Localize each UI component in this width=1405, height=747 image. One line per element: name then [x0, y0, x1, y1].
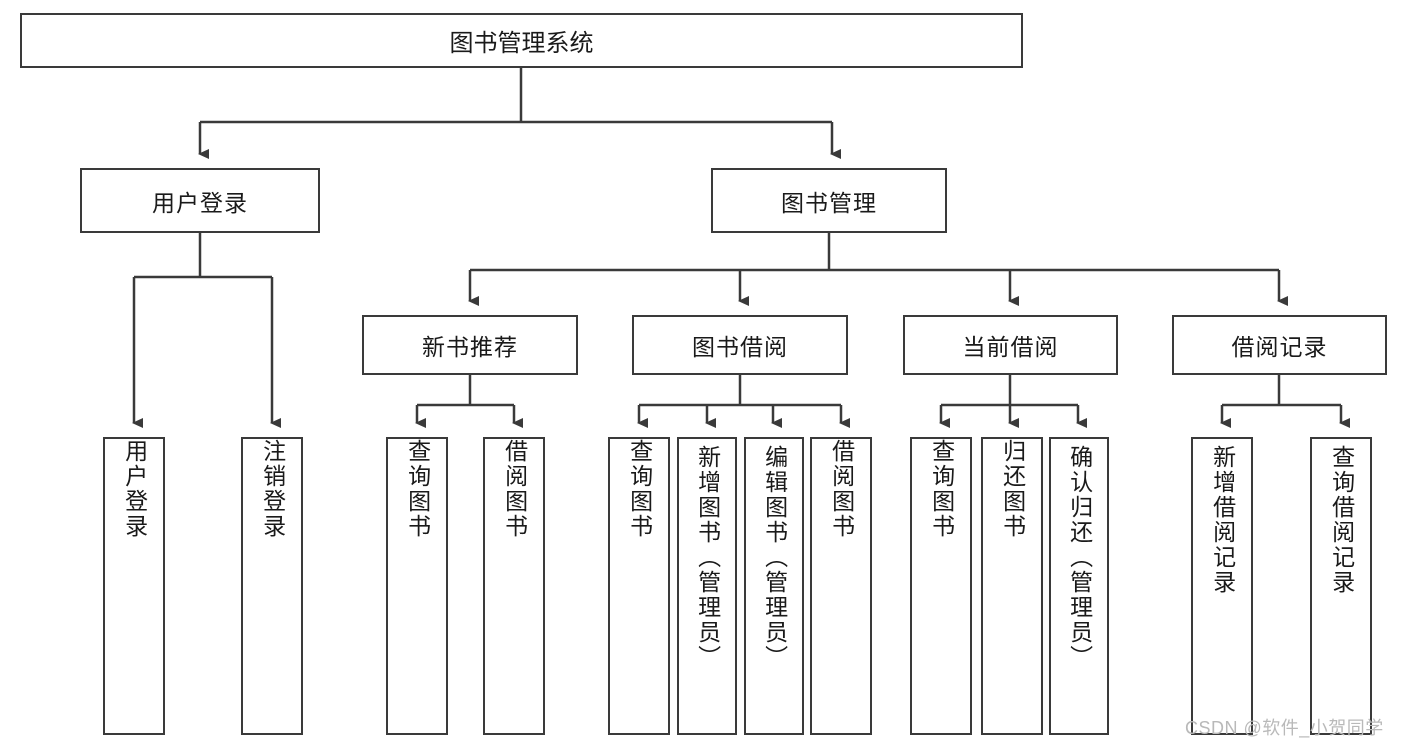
leaf-current-borrow-confirm[interactable]: 确认归还（管理员） [1049, 437, 1109, 735]
leaf-label: 查询图书 [404, 439, 431, 539]
leaf-label: 确认归还（管理员） [1066, 445, 1093, 670]
leaf-label: 新增借阅记录 [1209, 445, 1236, 595]
node-current-borrow[interactable]: 当前借阅 [903, 315, 1118, 375]
leaf-label: 查询借阅记录 [1328, 445, 1355, 595]
leaf-new-book-borrow[interactable]: 借阅图书 [483, 437, 545, 735]
leaf-new-book-query[interactable]: 查询图书 [386, 437, 448, 735]
leaf-book-borrow-edit[interactable]: 编辑图书（管理员） [744, 437, 804, 735]
leaf-label: 新增图书（管理员） [694, 445, 721, 670]
leaf-current-borrow-query[interactable]: 查询图书 [910, 437, 972, 735]
leaf-label: 用户登录 [121, 439, 148, 539]
node-new-book-recommend[interactable]: 新书推荐 [362, 315, 578, 375]
leaf-borrow-record-query[interactable]: 查询借阅记录 [1310, 437, 1372, 735]
leaf-user-login-login[interactable]: 用户登录 [103, 437, 165, 735]
leaf-book-borrow-query[interactable]: 查询图书 [608, 437, 670, 735]
leaf-label: 归还图书 [999, 439, 1026, 539]
node-book-borrow[interactable]: 图书借阅 [632, 315, 848, 375]
node-borrow-records[interactable]: 借阅记录 [1172, 315, 1387, 375]
leaf-current-borrow-return[interactable]: 归还图书 [981, 437, 1043, 735]
leaf-borrow-record-add[interactable]: 新增借阅记录 [1191, 437, 1253, 735]
csdn-watermark: CSDN @软件_小贺同学 [1185, 718, 1384, 738]
node-book-management[interactable]: 图书管理 [711, 168, 947, 233]
leaf-book-borrow-add[interactable]: 新增图书（管理员） [677, 437, 737, 735]
leaf-label: 编辑图书（管理员） [761, 445, 788, 670]
leaf-book-borrow-borrow[interactable]: 借阅图书 [810, 437, 872, 735]
node-user-login[interactable]: 用户登录 [80, 168, 320, 233]
node-root-system[interactable]: 图书管理系统 [20, 13, 1023, 68]
leaf-label: 注销登录 [259, 439, 286, 539]
leaf-label: 借阅图书 [501, 439, 528, 539]
leaf-user-login-logout[interactable]: 注销登录 [241, 437, 303, 735]
leaf-label: 借阅图书 [828, 439, 855, 539]
leaf-label: 查询图书 [626, 439, 653, 539]
leaf-label: 查询图书 [928, 439, 955, 539]
